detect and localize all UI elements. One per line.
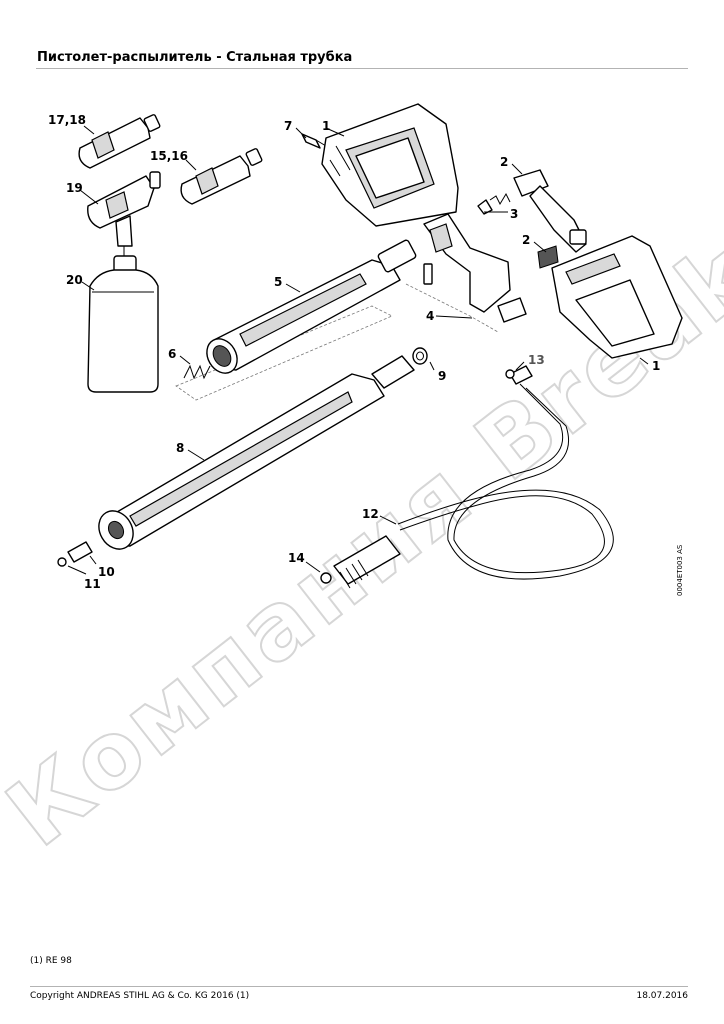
callout-4: 4 (426, 309, 434, 323)
part-spring-6 (183, 364, 211, 380)
part-lance-tube-5 (175, 239, 417, 401)
callout-6: 6 (168, 347, 176, 361)
part-bottle-20 (87, 255, 159, 393)
part-clip-2 (537, 245, 559, 269)
part-nozzle-15-16 (180, 148, 263, 205)
part-oring-11 (57, 557, 67, 567)
callout-19: 19 (66, 181, 83, 195)
document-date: 18.07.2016 (636, 991, 688, 1001)
part-fitting-10 (67, 541, 93, 563)
callout-10: 10 (98, 565, 115, 579)
part-steel-tube-8 (98, 355, 415, 550)
callout-8: 8 (176, 441, 184, 455)
callout-11: 11 (84, 577, 101, 591)
callout-13: 13 (528, 353, 545, 367)
copyright-text: Copyright ANDREAS STIHL AG & Co. KG 2016… (30, 991, 250, 1001)
part-foam-nozzle-19 (87, 171, 161, 262)
page-title: Пистолет-распылитель - Стальная трубка (37, 50, 353, 65)
part-hose-12 (397, 365, 614, 580)
callout-2-clip: 2 (522, 233, 530, 247)
part-hose-coupling (333, 535, 401, 589)
callout-2-top: 2 (500, 155, 508, 169)
callout-1-top: 1 (322, 119, 330, 133)
callout-14: 14 (288, 551, 305, 565)
title-divider (36, 68, 688, 69)
drawing-code: 0004ET003 AS (676, 544, 684, 596)
part-handle-1 (551, 235, 683, 359)
part-handle-half-1 (321, 103, 459, 227)
callout-3: 3 (510, 207, 518, 221)
callout-7: 7 (284, 119, 292, 133)
footer-divider (30, 986, 688, 987)
callout-5: 5 (274, 275, 282, 289)
callout-17-18: 17,18 (48, 113, 86, 127)
part-nozzle-17-18 (78, 114, 161, 169)
part-oring-14 (320, 572, 332, 584)
part-oring-9 (412, 347, 428, 365)
callout-20: 20 (66, 273, 83, 287)
part-trigger-4 (405, 213, 527, 333)
leader-lines (67, 125, 649, 575)
part-connector-2 (513, 169, 587, 253)
part-valve-pin-3 (477, 192, 511, 215)
footnote: (1) RE 98 (30, 956, 72, 966)
part-oring-13 (505, 369, 515, 379)
callout-1-right: 1 (652, 359, 660, 373)
callout-9: 9 (438, 369, 446, 383)
callouts: 17,18 7 1 15,16 19 2 3 2 20 5 4 1 6 9 13… (48, 113, 660, 591)
callout-12: 12 (362, 507, 379, 521)
part-screw-7 (301, 133, 327, 149)
callout-15-16: 15,16 (150, 149, 188, 163)
